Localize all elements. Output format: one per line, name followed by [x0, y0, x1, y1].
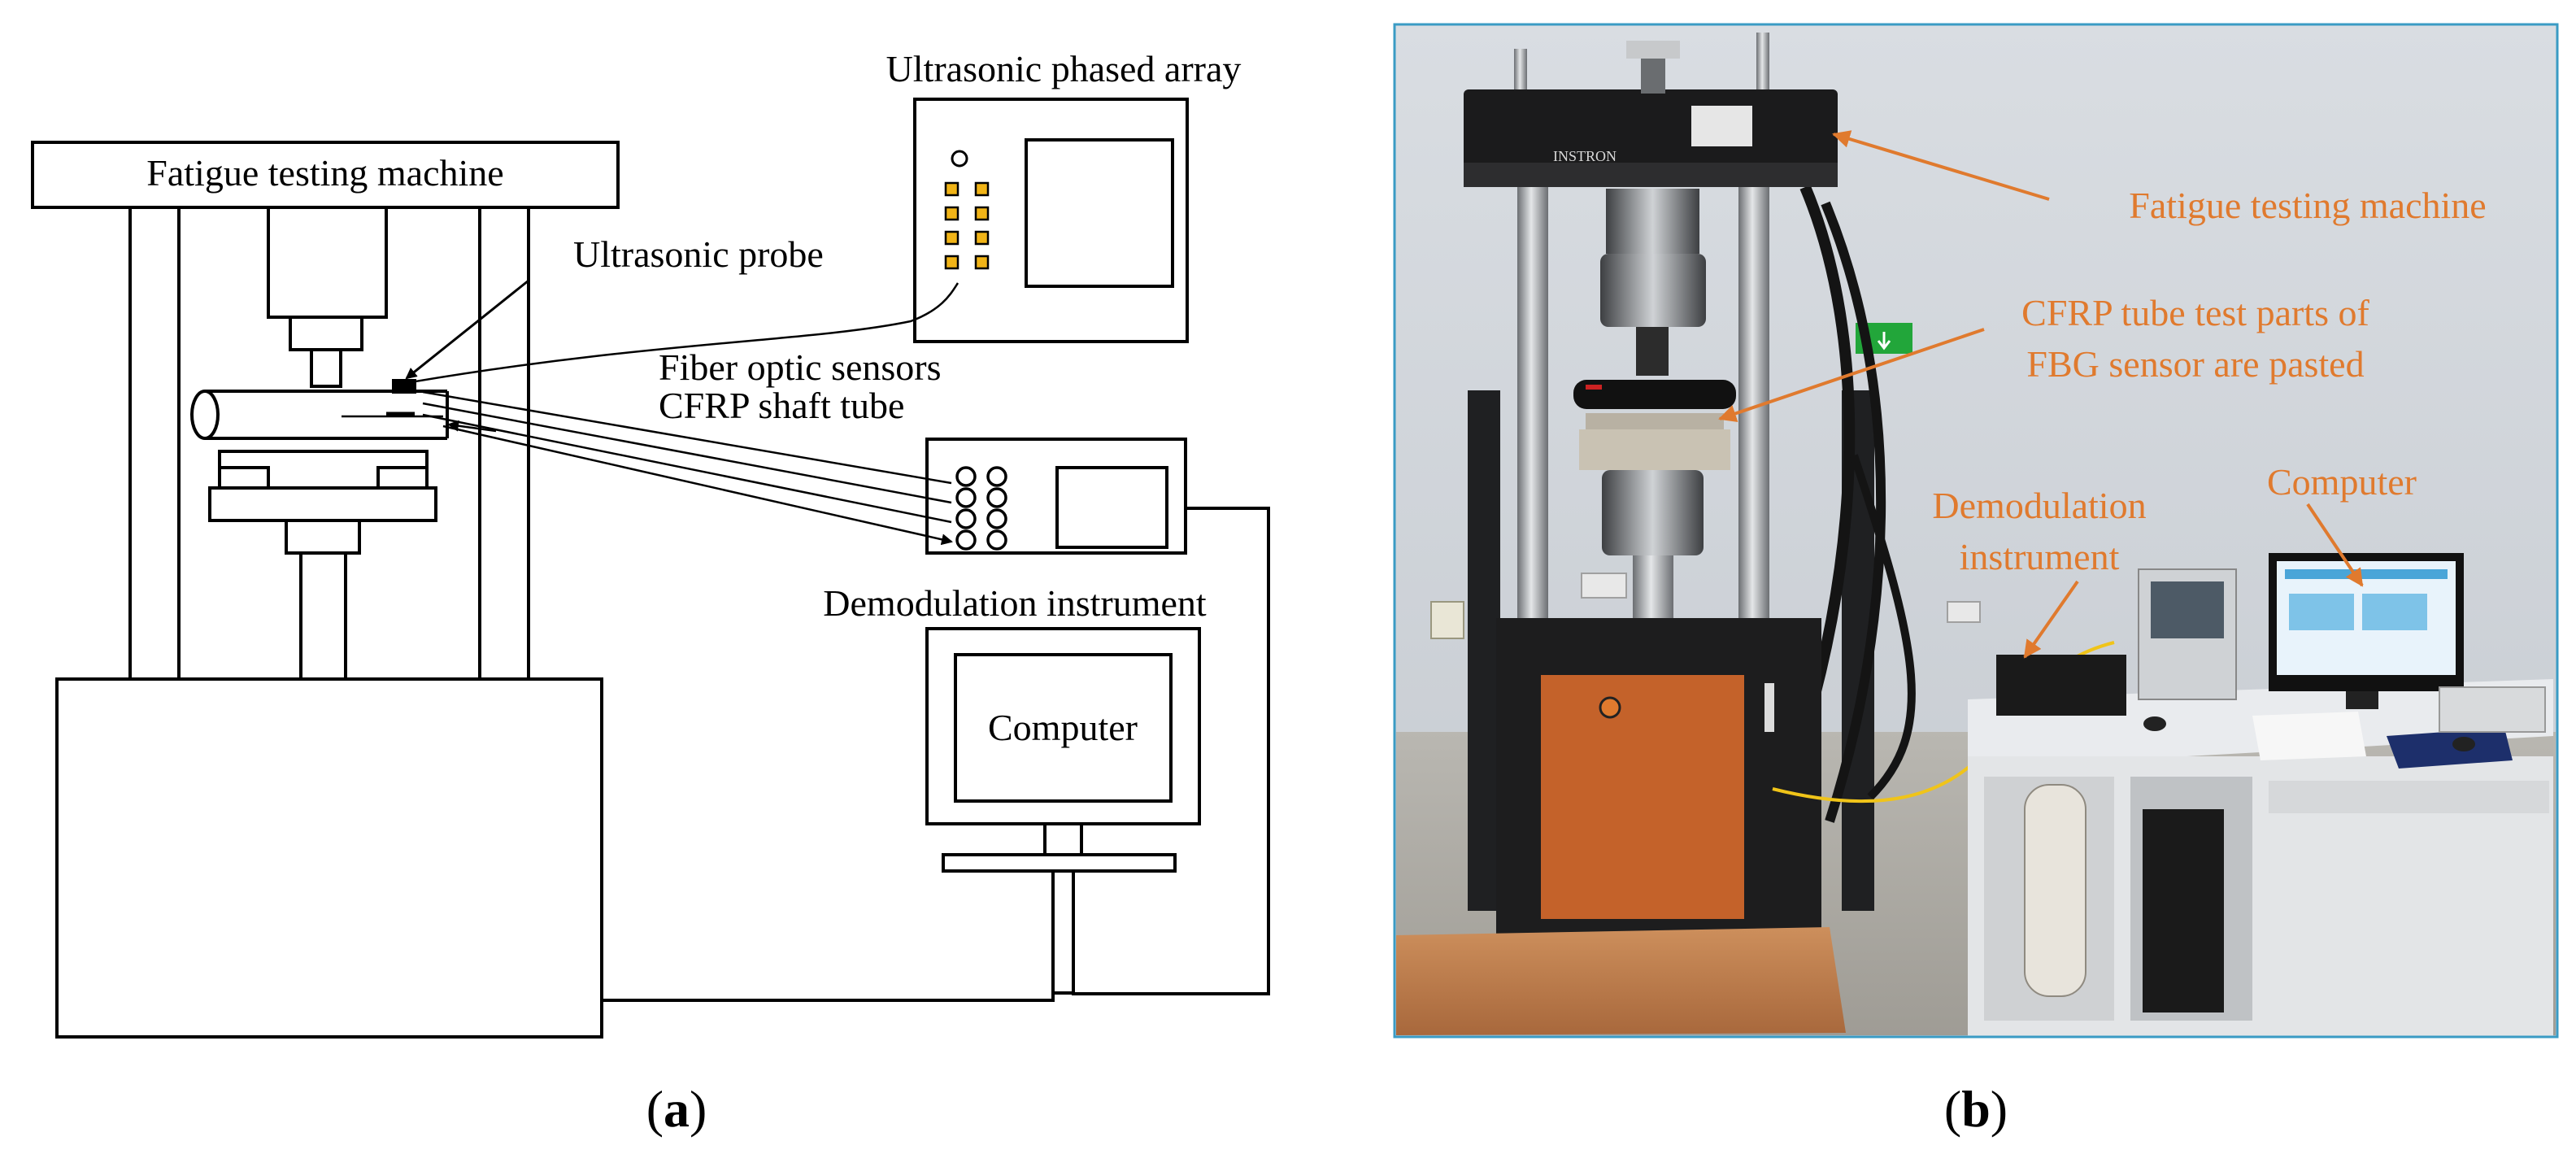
arrow-computer — [2306, 503, 2364, 587]
label-fiber-optic-sensors: Fiber optic sensors — [659, 346, 942, 388]
machine-orange-panel — [1541, 675, 1744, 919]
annotation-test-parts-line2: FBG sensor are pasted — [2026, 343, 2364, 385]
demodulation-ports — [955, 466, 1007, 551]
upper-actuator-neck — [289, 316, 363, 351]
fiber-line-4 — [442, 425, 953, 546]
phased-array-knob — [951, 150, 968, 168]
cable-probe-to-phased-array — [410, 282, 959, 384]
panel-a-schematic — [31, 98, 1270, 1039]
cable-demod-to-computer — [1072, 507, 1270, 995]
lower-fixture-pad-left — [218, 466, 270, 490]
machine-base — [55, 677, 603, 1039]
label-ultrasonic-probe: Ultrasonic probe — [573, 233, 824, 275]
machine-left-column — [128, 206, 181, 681]
lower-fixture-top — [218, 450, 429, 490]
ultrasonic-probe-block — [392, 379, 416, 394]
annotation-test-parts-line1: CFRP tube test parts of — [2021, 292, 2369, 333]
fiber-line-2 — [422, 402, 952, 504]
photo-cfrp-tube — [1573, 380, 1736, 409]
phased-array-screen — [1025, 138, 1174, 288]
pc-tower — [2143, 809, 2224, 1012]
upper-actuator — [267, 206, 388, 319]
speaker — [2024, 784, 2086, 997]
annotation-computer: Computer — [2267, 461, 2417, 503]
lower-fixture-neck — [285, 519, 361, 555]
lower-fixture-plate — [208, 486, 437, 522]
label-ultrasonic-phased-array: Ultrasonic phased array — [886, 48, 1242, 89]
caption-b: (b) — [1944, 1080, 2008, 1138]
upper-grip — [310, 348, 342, 388]
lower-fixture-pad-right — [376, 466, 429, 490]
fiber-line-1 — [422, 390, 952, 485]
shaft-tube-end — [190, 390, 220, 440]
demodulation-box — [925, 438, 1187, 555]
annotation-fatigue-testing-machine: Fatigue testing machine — [2129, 185, 2486, 226]
annotation-demodulation-line1: Demodulation — [1932, 485, 2146, 526]
cable-machine-to-computer — [602, 988, 1055, 1002]
photo-demodulation-box — [1996, 655, 2126, 716]
machine-column-left — [1517, 163, 1548, 659]
caption-a: (a) — [646, 1080, 707, 1138]
computer-keyboard — [942, 853, 1177, 873]
lower-piston — [299, 551, 347, 681]
photo-border — [1393, 23, 2559, 1039]
annotation-demodulation-line2: instrument — [1960, 536, 2120, 577]
fiber-line-3 — [422, 413, 952, 524]
computer-screen — [954, 653, 1173, 803]
panel-b-photo: INSTRON — [1393, 23, 2559, 1039]
phased-array-box — [913, 98, 1189, 343]
machine-rear-post-left — [1468, 390, 1500, 911]
arrow-fatigue-machine — [1832, 130, 2050, 201]
demodulation-screen — [1055, 466, 1168, 549]
label-cfrp-shaft-tube: CFRP shaft tube — [659, 385, 904, 426]
fiber-arrow-in — [447, 420, 497, 433]
arrow-test-parts — [1718, 328, 1985, 423]
label-demodulation-instrument: Demodulation instrument — [823, 582, 1207, 624]
label-fatigue-testing-machine: Fatigue testing machine — [146, 152, 503, 194]
probe-label-arrow — [405, 279, 529, 380]
instron-logo: INSTRON — [1553, 148, 1617, 164]
phased-array-keypad — [944, 181, 990, 270]
computer-stand — [1051, 869, 1075, 995]
computer-neck — [1043, 822, 1083, 856]
wooden-board — [1396, 927, 1846, 1035]
arrow-demodulation — [2023, 580, 2079, 659]
label-computer: Computer — [988, 707, 1138, 748]
